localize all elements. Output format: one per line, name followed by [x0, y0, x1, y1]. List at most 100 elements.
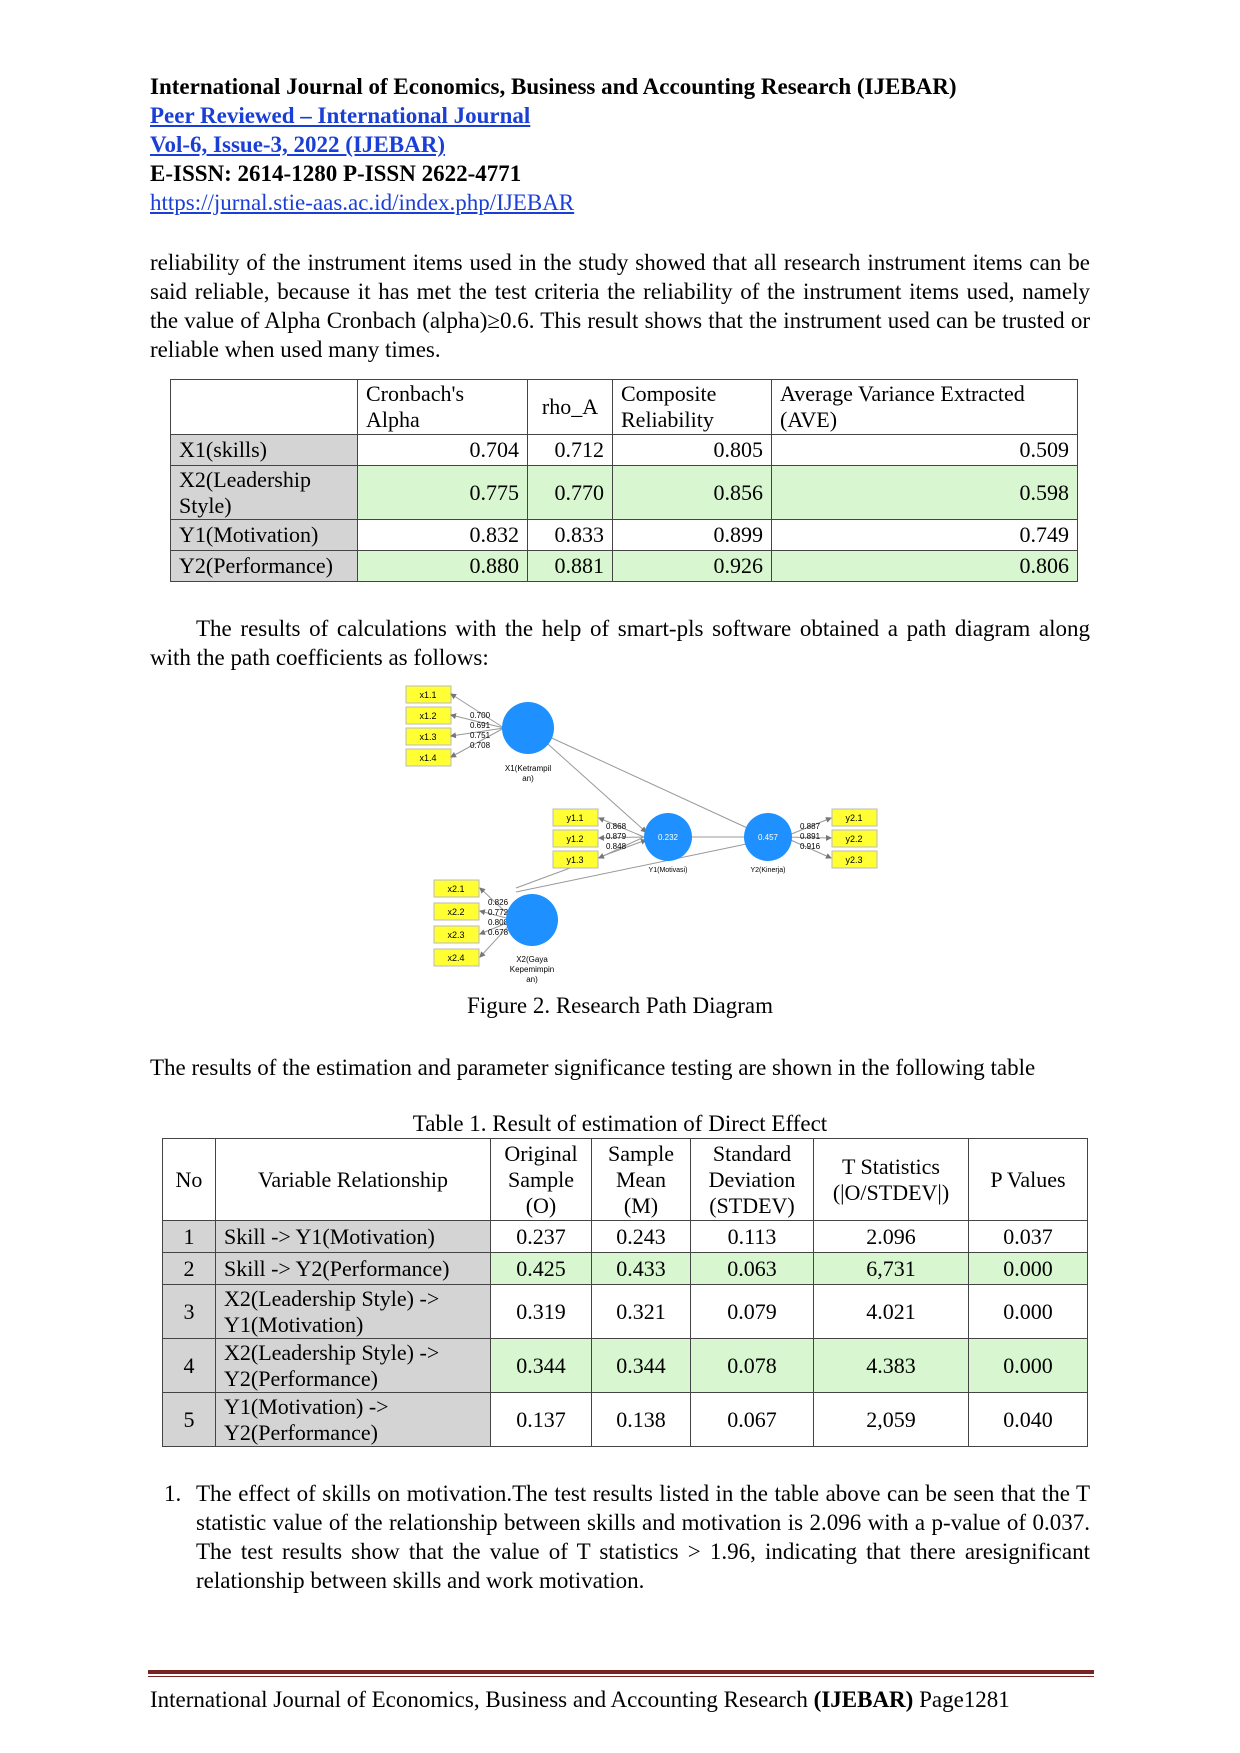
cell-ave: 0.598 — [771, 465, 1078, 520]
indicator-box — [433, 879, 480, 898]
cell-no: 4 — [162, 1338, 216, 1393]
cell-alpha: 0.832 — [357, 519, 528, 551]
cell-ave: 0.806 — [771, 550, 1078, 582]
footer-page-number: Page1281 — [913, 1687, 1010, 1712]
direct-effect-table: No Variable Relationship Original Sample… — [162, 1138, 1088, 1447]
table-header-row: Cronbach's Alpha rho_A Composite Reliabi… — [170, 379, 1078, 435]
indicator-box — [831, 850, 878, 869]
indicator-box — [552, 808, 599, 827]
header-original-sample: Original Sample (O) — [490, 1138, 592, 1221]
path-x1-y2 — [529, 727, 757, 833]
header-sample-mean: Sample Mean (M) — [591, 1138, 691, 1221]
indicator-label: y2.3 — [845, 855, 862, 865]
loading-label: 0.887 — [800, 822, 821, 831]
cell-p: 0.037 — [968, 1220, 1088, 1253]
indicator-box — [831, 808, 878, 827]
footer-journal: International Journal of Economics, Busi… — [150, 1687, 814, 1712]
figure-caption: Figure 2. Research Path Diagram — [467, 993, 773, 1018]
x1-indicators: x1.1 x1.2 x1.3 x1.4 0.700 0.691 0.751 0.… — [405, 685, 505, 767]
peer-reviewed-link[interactable]: Peer Reviewed – International Journal — [150, 103, 531, 128]
loading-label: 0.826 — [488, 898, 509, 907]
journal-header: International Journal of Economics, Busi… — [150, 72, 957, 217]
cell-sd: 0.078 — [690, 1338, 814, 1393]
page-footer: International Journal of Economics, Busi… — [150, 1687, 1010, 1713]
cell-relationship: X2(Leadership Style) -> Y2(Performance) — [215, 1338, 491, 1393]
list-item-text: The effect of skills on motivation.The t… — [196, 1481, 1090, 1593]
paragraph-table-intro: The results of the estimation and parame… — [150, 1055, 1036, 1080]
construct-x1 — [502, 702, 554, 754]
construct-y2 — [744, 813, 792, 861]
header-relationship: Variable Relationship — [215, 1138, 491, 1221]
cell-relationship: Skill -> Y2(Performance) — [215, 1252, 491, 1285]
cell-t: 4.383 — [813, 1338, 969, 1393]
footer-rule-thin — [148, 1676, 1094, 1677]
cell-os: 0.319 — [490, 1284, 592, 1339]
header-composite: Composite Reliability — [612, 379, 772, 435]
table-row: 2 Skill -> Y2(Performance) 0.425 0.433 0… — [162, 1252, 1088, 1285]
cell-no: 1 — [162, 1220, 216, 1253]
numbered-list: 1. The effect of skills on motivation.Th… — [150, 1479, 1090, 1609]
cell-no: 2 — [162, 1252, 216, 1285]
row-label: X2(Leadership Style) — [170, 465, 358, 520]
path-diagram: x1.1 x1.2 x1.3 x1.4 0.700 0.691 0.751 0.… — [356, 680, 886, 990]
construct-y1-r2: 0.232 — [658, 833, 679, 842]
header-rho: rho_A — [527, 379, 613, 435]
indicator-box — [405, 748, 452, 767]
table1-caption: Table 1. Result of estimation of Direct … — [412, 1111, 828, 1136]
cell-cr: 0.805 — [612, 434, 772, 466]
path-x2-y2 — [515, 840, 757, 893]
cell-cr: 0.899 — [612, 519, 772, 551]
cell-p: 0.000 — [968, 1284, 1088, 1339]
indicator-label: y1.3 — [566, 855, 583, 865]
cell-t: 2.096 — [813, 1220, 969, 1253]
indicator-label: x2.2 — [447, 907, 464, 917]
indicator-label: y1.1 — [566, 813, 583, 823]
loading-label: 0.772 — [488, 908, 509, 917]
cell-p: 0.000 — [968, 1252, 1088, 1285]
cell-rho: 0.881 — [527, 550, 613, 582]
cell-sd: 0.079 — [690, 1284, 814, 1339]
header-std-dev: Standard Deviation (STDEV) — [690, 1138, 814, 1221]
loading-label: 0.891 — [800, 832, 821, 841]
indicator-label: x1.2 — [419, 711, 436, 721]
cell-alpha: 0.880 — [357, 550, 528, 582]
loading-label: 0.751 — [470, 731, 491, 740]
journal-url-link[interactable]: https://jurnal.stie-aas.ac.id/index.php/… — [150, 190, 575, 215]
indicator-label: x1.3 — [419, 732, 436, 742]
cell-rho: 0.712 — [527, 434, 613, 466]
cell-sd: 0.067 — [690, 1392, 814, 1447]
indicator-box — [831, 829, 878, 848]
indicator-box — [433, 902, 480, 921]
cell-sm: 0.321 — [591, 1284, 691, 1339]
indicator-label: y2.2 — [845, 834, 862, 844]
header-cronbach: Cronbach's Alpha — [357, 379, 528, 435]
table-row: Y1(Motivation) 0.832 0.833 0.899 0.749 — [170, 519, 1078, 551]
cell-os: 0.237 — [490, 1220, 592, 1253]
construct-x2 — [506, 894, 558, 946]
row-label: Y1(Motivation) — [170, 519, 358, 551]
cell-os: 0.137 — [490, 1392, 592, 1447]
loading-label: 0.848 — [606, 842, 627, 851]
table-row: X1(skills) 0.704 0.712 0.805 0.509 — [170, 434, 1078, 466]
cell-alpha: 0.704 — [357, 434, 528, 466]
cell-cr: 0.856 — [612, 465, 772, 520]
footer-abbrev: (IJEBAR) — [813, 1687, 914, 1712]
cell-p: 0.000 — [968, 1338, 1088, 1393]
path-diagram-svg: x1.1 x1.2 x1.3 x1.4 0.700 0.691 0.751 0.… — [405, 685, 878, 984]
table-row: Y2(Performance) 0.880 0.881 0.926 0.806 — [170, 550, 1078, 582]
row-label: Y2(Performance) — [170, 550, 358, 582]
x2-indicators: x2.1 x2.2 x2.3 x2.4 0.826 0.772 0.808 0.… — [433, 879, 515, 967]
loading-label: 0.708 — [470, 741, 491, 750]
table-row: 5 Y1(Motivation) -> Y2(Performance) 0.13… — [162, 1392, 1088, 1447]
paragraph-path-intro: The results of calculations with the hel… — [150, 616, 1090, 670]
indicator-label: x1.1 — [419, 690, 436, 700]
volume-link[interactable]: Vol-6, Issue-3, 2022 (IJEBAR) — [150, 132, 445, 157]
indicator-label: x1.4 — [419, 753, 436, 763]
cell-t: 4.021 — [813, 1284, 969, 1339]
loading-label: 0.868 — [606, 822, 627, 831]
header-no: No — [162, 1138, 216, 1221]
loading-label: 0.916 — [800, 842, 821, 851]
cell-sd: 0.113 — [690, 1220, 814, 1253]
construct-x2-label: X2(Gaya — [516, 955, 548, 964]
footer-rule — [148, 1670, 1094, 1674]
